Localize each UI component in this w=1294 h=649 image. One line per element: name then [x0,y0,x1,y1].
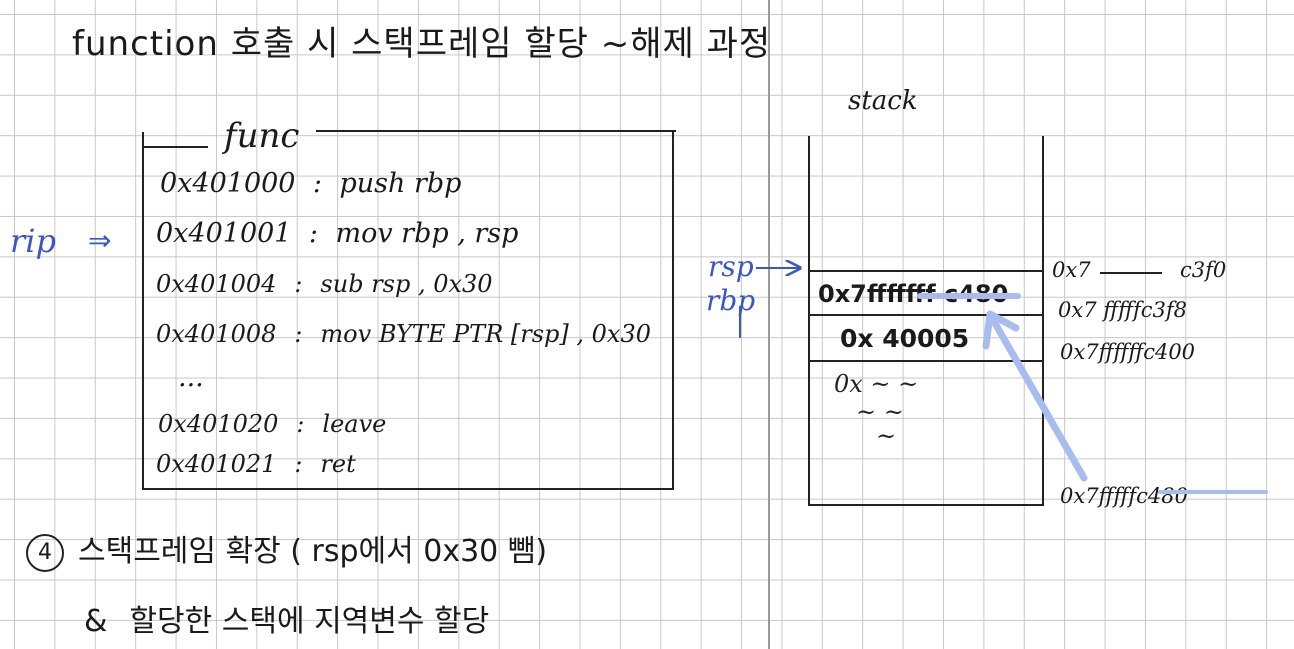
stack-addr-2: 0x7 fffffc3f8 [1058,298,1188,322]
code-line-2: 0x401001: mov rbp , rsp [156,218,518,249]
rsp-label: rsp [708,250,754,283]
func-box [142,132,674,490]
code-line-7: 0x401021: ret [156,450,356,478]
code-sep: : [294,320,303,348]
stack-addr-3: 0x7ffffffc400 [1060,340,1196,364]
code-sep: : [308,218,319,249]
code-instr: mov BYTE PTR [rsp] , 0x30 [320,320,651,348]
code-instr: sub rsp , 0x30 [320,270,493,298]
rbp-label: rbp [706,284,756,317]
code-instr: ret [320,450,356,478]
code-addr: 0x401000 [160,168,296,199]
code-instr: mov rbp , rsp [335,218,519,249]
code-line-ellipsis: ... [178,362,204,393]
rip-arrow-icon: ⇒ [88,224,112,257]
code-sep: : [312,168,323,199]
func-box-top-left [142,146,208,148]
stack-addr-1-suffix: c3f0 [1180,258,1227,282]
page-divider [768,0,770,649]
code-addr: 0x401004 [156,270,277,298]
note-1: 4 스택프레임 확장 ( rsp에서 0x30 뺌) [26,526,547,572]
circled-marker: 4 [26,533,64,572]
stack-divider-3 [808,360,1044,362]
stack-addr-4: 0x7fffffc480 [1060,484,1188,508]
code-sep: : [294,270,303,298]
addr-dash [1100,272,1162,274]
code-addr: 0x401020 [158,410,279,438]
note-1-text: 스택프레임 확장 ( rsp에서 0x30 뺌) [78,534,548,569]
stack-label: stack [848,86,918,116]
squiggle-mark: ~ ~ [856,398,904,426]
code-line-1: 0x401000: push rbp [160,168,461,199]
rip-label: rip [10,222,57,260]
stack-addr-1-prefix: 0x7 [1052,258,1091,282]
code-addr: 0x401021 [156,450,277,478]
code-line-6: 0x401020: leave [158,410,386,438]
note-2-text: 할당한 스택에 지역변수 할당 [129,604,490,639]
pointer-arrow-icon [988,314,1088,482]
code-instr: push rbp [339,168,462,199]
stack-divider-top [808,270,1044,272]
code-line-3: 0x401004: sub rsp , 0x30 [156,270,493,298]
stack-cell-return-addr: 0x 40005 [840,324,970,353]
code-instr: leave [322,410,387,438]
note-2-marker: & [84,604,108,639]
code-sep: : [296,410,305,438]
code-line-4: 0x401008: mov BYTE PTR [rsp] , 0x30 [156,320,651,348]
stack-divider-2 [808,314,1044,316]
code-sep: : [294,450,303,478]
code-addr: 0x401008 [156,320,277,348]
func-box-top-right [316,130,676,132]
stack-cell-local: 0x ~ ~ [834,370,919,398]
page-title: function 호출 시 스택프레임 할당 ~해제 과정 [72,24,772,64]
pointer-arrowhead-icon [982,310,1020,350]
code-addr: 0x401001 [156,218,292,249]
stack-box [808,136,1044,506]
note-2: &할당한 스택에 지역변수 할당 [84,596,489,640]
squiggle-mark-2: ~ [876,422,897,450]
func-label: func [224,116,300,156]
